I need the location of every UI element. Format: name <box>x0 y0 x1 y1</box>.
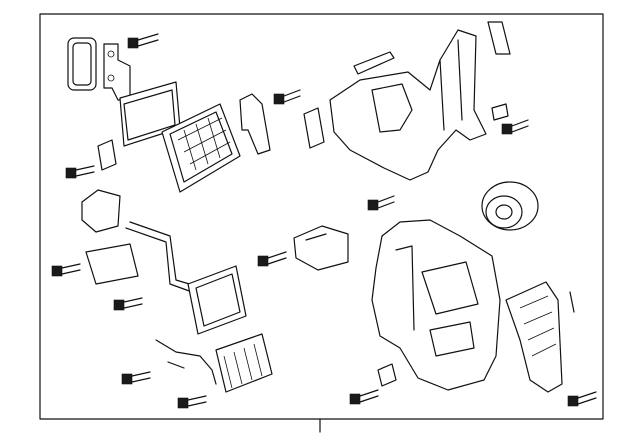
bolt-bottom-3 <box>349 389 379 405</box>
bolt-bottom-4 <box>567 391 597 407</box>
foam-block <box>81 189 121 233</box>
bolt-bottom-1 <box>121 371 151 385</box>
bolt-center-1 <box>273 89 301 105</box>
heater-core <box>187 265 247 335</box>
bolt-center-2 <box>257 251 287 267</box>
gasket <box>67 37 97 91</box>
evaporator <box>215 333 273 393</box>
expansion-valve <box>155 339 217 385</box>
bolt-right-1 <box>501 119 529 135</box>
cabin-filter-housing <box>161 103 241 193</box>
diagram-frame <box>39 13 604 433</box>
mounting-plate <box>97 139 117 171</box>
sensor-bracket <box>239 93 271 155</box>
bolt-center-3 <box>367 195 395 211</box>
bolt-left-3 <box>113 297 143 311</box>
bolt-top <box>127 33 159 49</box>
bracket <box>103 43 131 101</box>
duct-cover <box>303 21 511 149</box>
bolt-left-1 <box>65 165 95 179</box>
actuator <box>293 225 349 271</box>
bolt-left-2 <box>51 263 81 277</box>
duct-upper <box>329 29 487 181</box>
hvac-case <box>371 219 501 391</box>
heater-pipes <box>125 221 197 293</box>
valve-block <box>85 243 139 285</box>
bolt-bottom-2 <box>177 395 207 409</box>
case-clip <box>377 363 397 387</box>
blower-motor <box>481 181 539 231</box>
case-cover <box>505 281 575 393</box>
